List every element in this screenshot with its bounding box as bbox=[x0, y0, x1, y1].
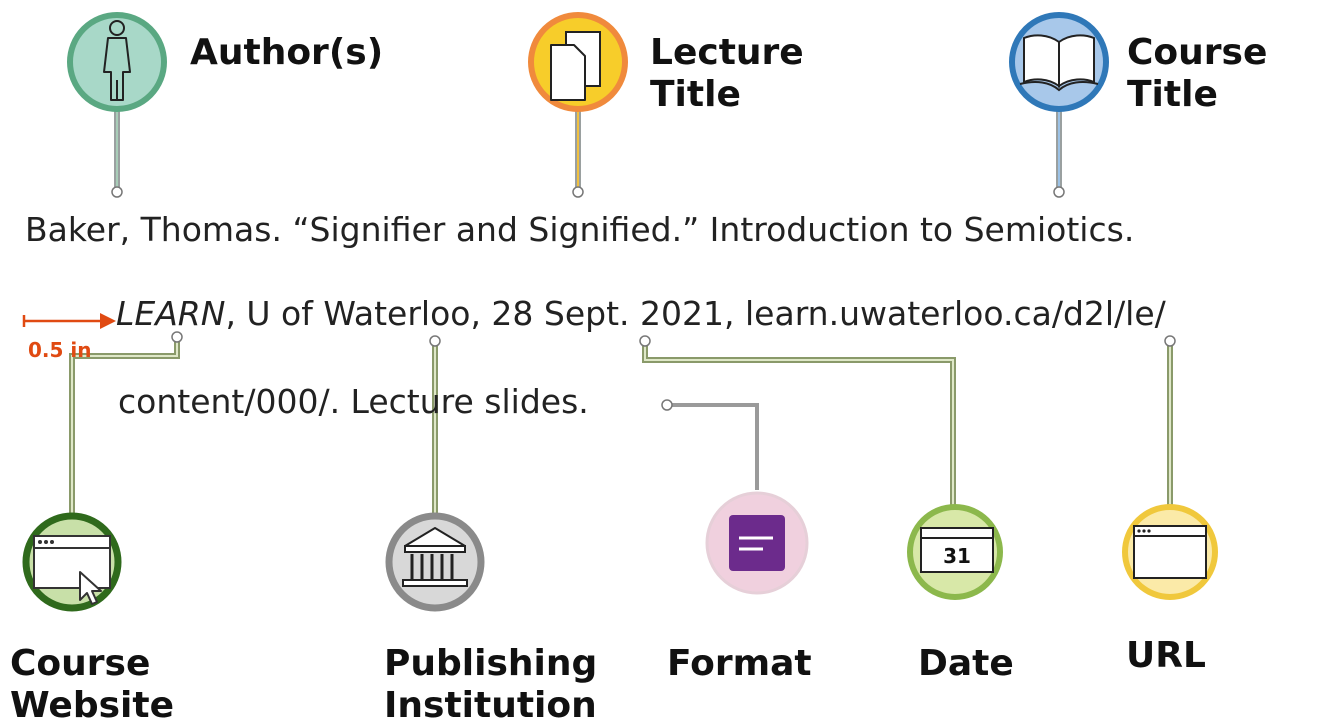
date-icon: 31 bbox=[907, 504, 1003, 600]
date-icon-number: 31 bbox=[943, 544, 971, 568]
publishing-institution-label: Publishing Institution bbox=[384, 643, 597, 727]
format-label: Format bbox=[667, 643, 812, 684]
author-icon bbox=[67, 12, 167, 112]
course-website-label-line2: Website bbox=[10, 685, 175, 726]
date-label: Date bbox=[918, 643, 1014, 684]
course-website-connector bbox=[69, 331, 183, 520]
citation-line-2: LEARN, U of Waterloo, 28 Sept. 2021, lea… bbox=[116, 294, 1166, 334]
author-connector bbox=[111, 100, 123, 198]
url-icon bbox=[1122, 504, 1218, 600]
date-connector bbox=[639, 335, 956, 510]
indent-arrow bbox=[22, 313, 116, 329]
lecture-title-connector bbox=[572, 100, 584, 198]
lecture-title-icon bbox=[528, 12, 628, 112]
lecture-title-label: Lecture Title bbox=[650, 32, 804, 116]
format-connector bbox=[661, 399, 759, 490]
course-website-icon bbox=[22, 512, 122, 612]
course-title-label-line1: Course bbox=[1127, 32, 1268, 73]
course-title-connector bbox=[1053, 100, 1065, 198]
format-icon bbox=[705, 491, 809, 595]
citation-line-1: Baker, Thomas. “Signifier and Signified.… bbox=[25, 210, 1135, 249]
publishing-institution-label-line1: Publishing bbox=[384, 643, 598, 684]
publishing-institution-label-line2: Institution bbox=[384, 685, 597, 726]
publishing-institution-connector bbox=[429, 335, 441, 520]
course-title-label: Course Title bbox=[1127, 32, 1267, 116]
citation-line-2-rest: , U of Waterloo, 28 Sept. 2021, learn.uw… bbox=[225, 294, 1166, 333]
author-label: Author(s) bbox=[190, 32, 384, 73]
institution-icon bbox=[385, 512, 485, 612]
citation-line-3: content/000/. Lecture slides. bbox=[118, 382, 589, 421]
course-website-label-line1: Course bbox=[10, 643, 151, 684]
url-label: URL bbox=[1126, 635, 1206, 676]
container-title: LEARN bbox=[116, 294, 226, 333]
course-title-label-line2: Title bbox=[1127, 74, 1218, 115]
lecture-title-label-line2: Title bbox=[650, 74, 741, 115]
course-website-label: Course Website bbox=[10, 643, 174, 727]
course-title-icon bbox=[1009, 12, 1109, 112]
lecture-title-label-line1: Lecture bbox=[650, 32, 804, 73]
indent-label: 0.5 in bbox=[28, 338, 92, 362]
url-connector bbox=[1164, 335, 1176, 510]
